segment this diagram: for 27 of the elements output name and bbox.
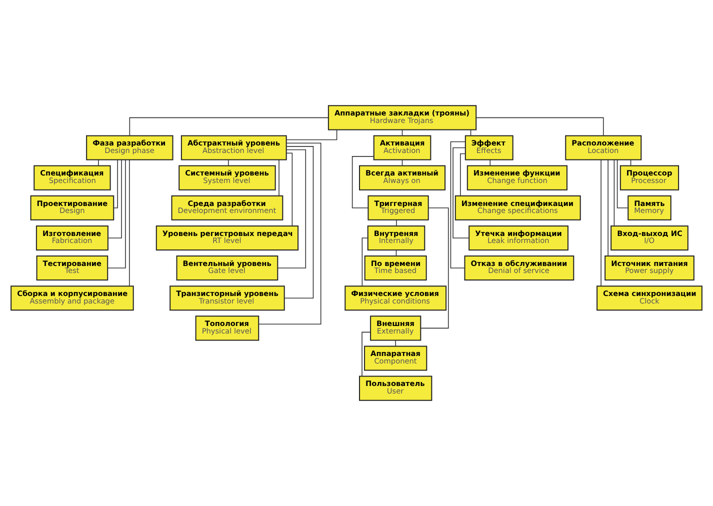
connector xyxy=(490,159,491,166)
connector xyxy=(278,160,280,196)
connector xyxy=(228,159,229,166)
connector xyxy=(420,208,449,329)
connector xyxy=(129,159,130,286)
connector xyxy=(352,156,374,208)
connector xyxy=(113,160,118,208)
connector xyxy=(600,159,602,286)
connector xyxy=(452,147,470,238)
connector xyxy=(396,220,397,226)
connector xyxy=(286,129,338,140)
connector xyxy=(450,141,466,268)
connector xyxy=(614,160,615,226)
connector xyxy=(107,160,126,268)
connector xyxy=(362,238,368,286)
connector xyxy=(395,340,396,347)
connector xyxy=(108,160,122,238)
connector xyxy=(284,146,314,298)
connector xyxy=(129,117,329,136)
connector xyxy=(460,153,466,196)
connector xyxy=(616,160,628,208)
connector xyxy=(476,117,604,136)
connector xyxy=(98,159,99,166)
connector xyxy=(258,142,322,325)
connector xyxy=(362,332,371,377)
connector xyxy=(286,152,293,226)
connector xyxy=(277,149,306,268)
